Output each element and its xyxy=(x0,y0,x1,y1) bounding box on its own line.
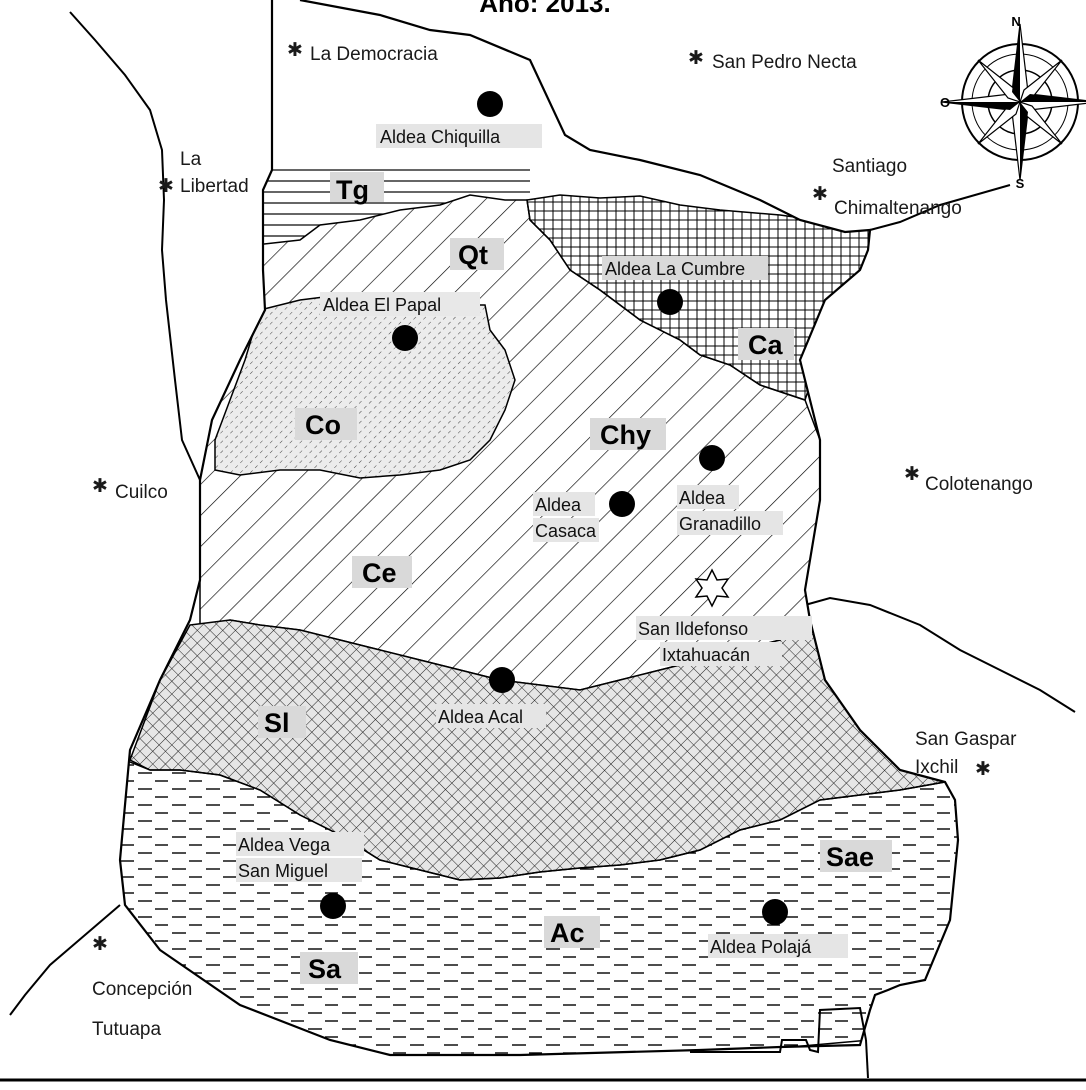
dot-chiquilla xyxy=(477,91,503,117)
marker-star-icon: ✱ xyxy=(904,464,920,485)
label-casaca-1: Aldea xyxy=(535,495,582,515)
label-santiago-1: Santiago xyxy=(832,156,907,177)
dot-casaca xyxy=(609,491,635,517)
dot-vega xyxy=(320,893,346,919)
marker-star-icon: ✱ xyxy=(975,759,991,780)
label-aldea-el-papal: Aldea El Papal xyxy=(323,295,441,315)
label-cabecera-2: Ixtahuacán xyxy=(662,645,750,665)
label-san-gaspar-1: San Gaspar xyxy=(915,729,1017,750)
code-qt: Qt xyxy=(458,240,488,270)
marker-star-icon: ✱ xyxy=(158,176,174,197)
dot-la-cumbre xyxy=(657,289,683,315)
code-ca: Ca xyxy=(748,330,783,360)
marker-star-icon: ✱ xyxy=(812,184,828,205)
compass-south: S xyxy=(1016,176,1025,191)
soil-code-labels: Tg Qt Ca Co Chy Ce Sl Sae Ac Sa xyxy=(258,172,892,984)
code-sl: Sl xyxy=(264,708,290,738)
label-colotenango: Colotenango xyxy=(925,474,1033,495)
dot-el-papal xyxy=(392,325,418,351)
compass-rose: N S O xyxy=(940,14,1086,191)
code-tg: Tg xyxy=(336,175,369,205)
code-ac: Ac xyxy=(550,918,585,948)
external-boundaries xyxy=(9,11,1076,1079)
code-sae: Sae xyxy=(826,842,874,872)
marker-star-icon: ✱ xyxy=(92,934,108,955)
neighbor-labels: ✱ La Democracia ✱ San Pedro Necta La ✱ L… xyxy=(92,40,1033,1040)
map-title: Año: 2013. xyxy=(479,0,611,18)
marker-star-icon: ✱ xyxy=(287,40,303,61)
label-la-libertad-1: La xyxy=(180,149,202,170)
code-co: Co xyxy=(305,410,341,440)
village-dots xyxy=(320,91,788,925)
marker-star-icon: ✱ xyxy=(688,48,704,69)
label-aldea-polaja: Aldea Polajá xyxy=(710,937,812,957)
label-san-pedro-necta: San Pedro Necta xyxy=(712,52,857,73)
label-casaca-2: Casaca xyxy=(535,521,597,541)
label-la-libertad-2: Libertad xyxy=(180,176,249,197)
southern-border-steps xyxy=(690,1006,867,1054)
label-concepcion-2: Tutuapa xyxy=(92,1019,161,1040)
label-granadillo-2: Granadillo xyxy=(679,514,761,534)
label-aldea-chiquilla: Aldea Chiquilla xyxy=(380,127,501,147)
label-cuilco: Cuilco xyxy=(115,482,168,503)
code-sa: Sa xyxy=(308,954,342,984)
dot-acal xyxy=(489,667,515,693)
zone-tg-band xyxy=(255,160,530,245)
compass-west: O xyxy=(940,95,950,110)
dot-polaja xyxy=(762,899,788,925)
label-vega-2: San Miguel xyxy=(238,861,328,881)
village-labels: Aldea Chiquilla Aldea La Cumbre Aldea El… xyxy=(236,124,848,958)
marker-star-icon: ✱ xyxy=(92,476,108,497)
code-ce: Ce xyxy=(362,558,397,588)
label-vega-1: Aldea Vega xyxy=(238,835,331,855)
label-aldea-la-cumbre: Aldea La Cumbre xyxy=(605,259,745,279)
label-la-democracia: La Democracia xyxy=(310,44,438,65)
code-chy: Chy xyxy=(600,420,651,450)
label-granadillo-1: Aldea xyxy=(679,488,726,508)
dot-granadillo xyxy=(699,445,725,471)
cabecera-star-icon xyxy=(694,568,730,608)
municipal-boundary xyxy=(118,0,960,1057)
label-santiago-2: Chimaltenango xyxy=(834,198,962,219)
label-aldea-acal: Aldea Acal xyxy=(438,707,523,727)
label-cabecera-1: San Ildefonso xyxy=(638,619,748,639)
compass-north: N xyxy=(1011,14,1020,29)
label-san-gaspar-2: Ixchil xyxy=(915,757,958,778)
label-concepcion-1: Concepción xyxy=(92,979,192,1000)
